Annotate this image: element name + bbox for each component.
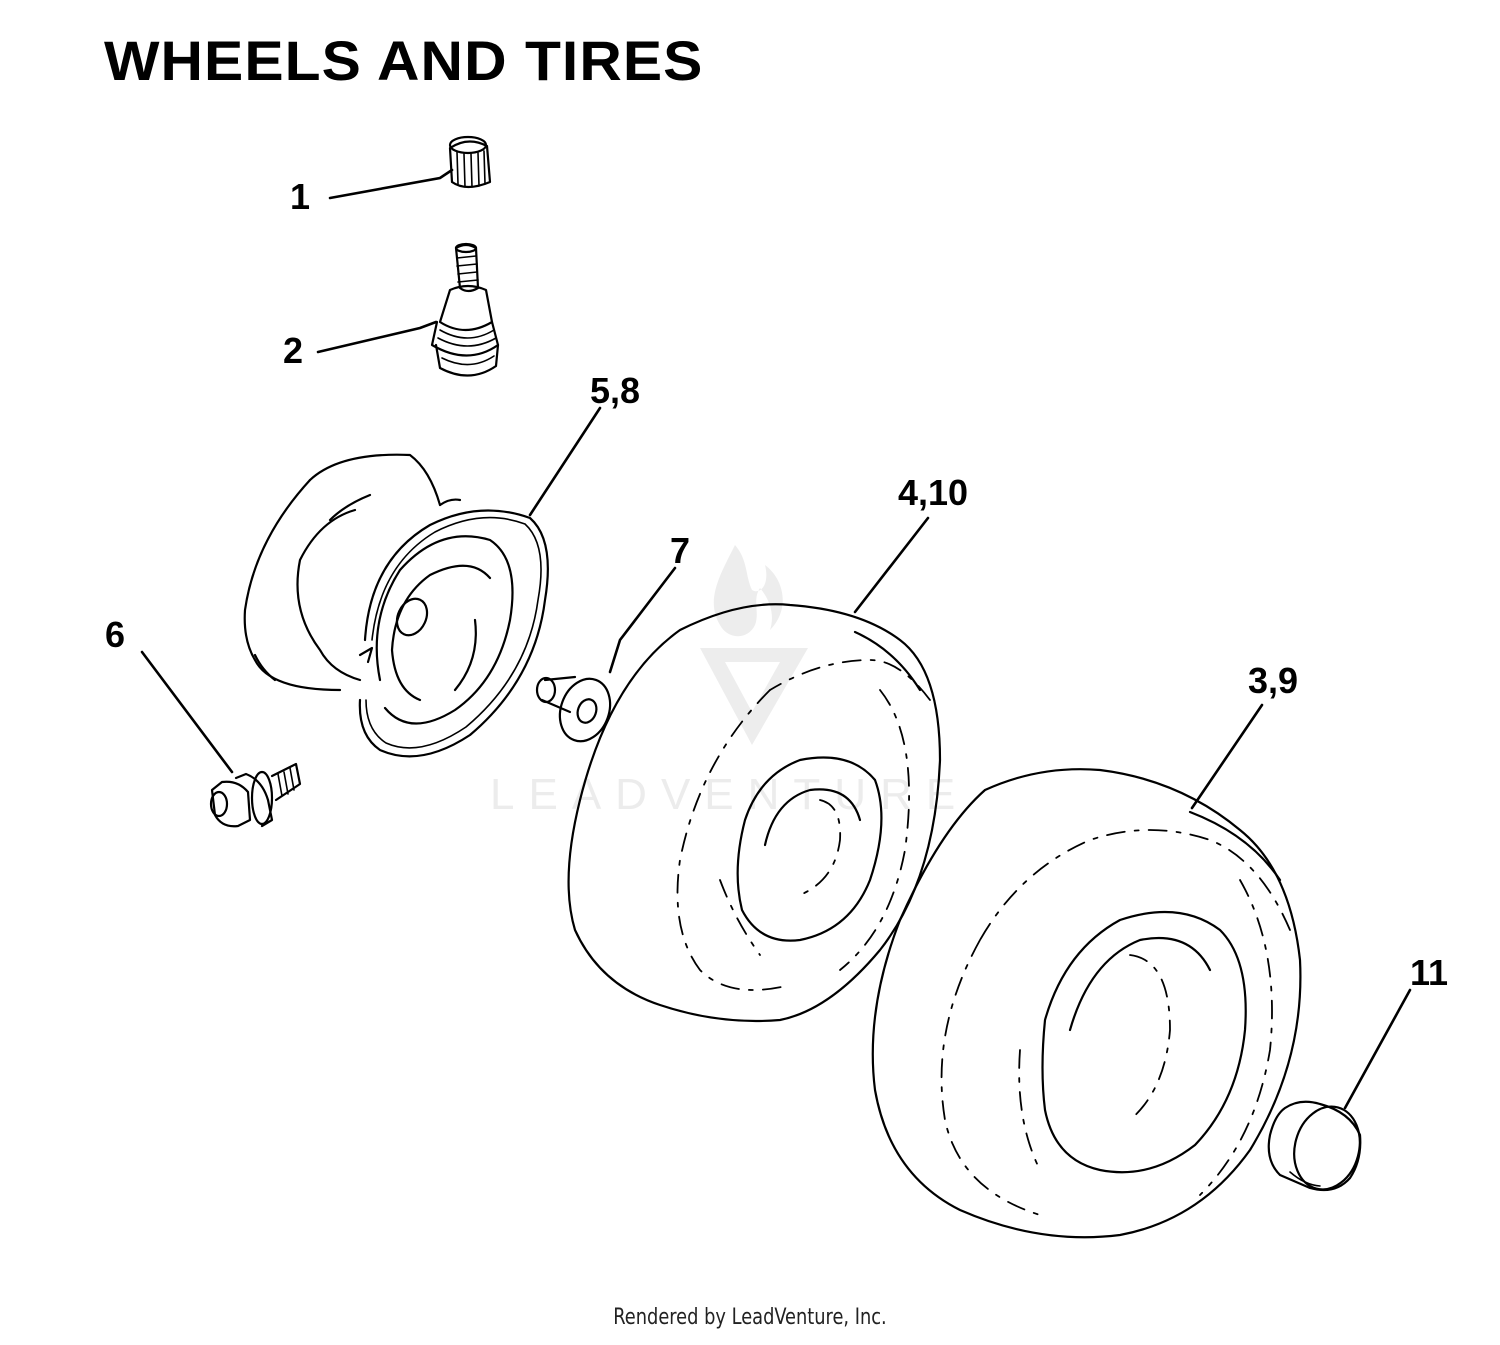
shoulder-bolt-part: [209, 762, 302, 828]
callout-1: 1: [290, 176, 311, 217]
callout-5-8: 5,8: [590, 370, 641, 411]
watermark-logo-icon: [700, 545, 808, 745]
bushing-part: [535, 675, 612, 743]
valve-stem-part: [430, 242, 500, 377]
callout-11: 11: [1410, 952, 1449, 993]
diagram-title: WHEELS AND TIRES: [104, 29, 704, 92]
leader-line-6: [140, 650, 234, 774]
footer-credit: Rendered by LeadVenture, Inc.: [613, 1305, 887, 1330]
leader-line-58: [528, 406, 602, 517]
callout-3-9: 3,9: [1248, 660, 1299, 701]
leader-line-2: [316, 320, 438, 354]
leader-line-1: [328, 168, 454, 200]
front-tire-part: [567, 603, 942, 1023]
wheel-rim-part: [243, 453, 549, 758]
callout-4-10: 4,10: [898, 472, 969, 513]
center-cap-part: [1267, 1100, 1362, 1192]
callout-2: 2: [283, 330, 304, 371]
watermark-text: LEADVENTURE: [490, 770, 970, 819]
leader-line-11: [1343, 988, 1412, 1110]
callout-6: 6: [105, 614, 126, 655]
valve-cap-part: [448, 135, 492, 189]
leader-line-7: [608, 566, 677, 674]
leader-line-39: [1190, 703, 1264, 810]
callout-7: 7: [670, 530, 691, 571]
leader-line-410: [853, 516, 930, 614]
rear-tire-part: [871, 768, 1302, 1239]
